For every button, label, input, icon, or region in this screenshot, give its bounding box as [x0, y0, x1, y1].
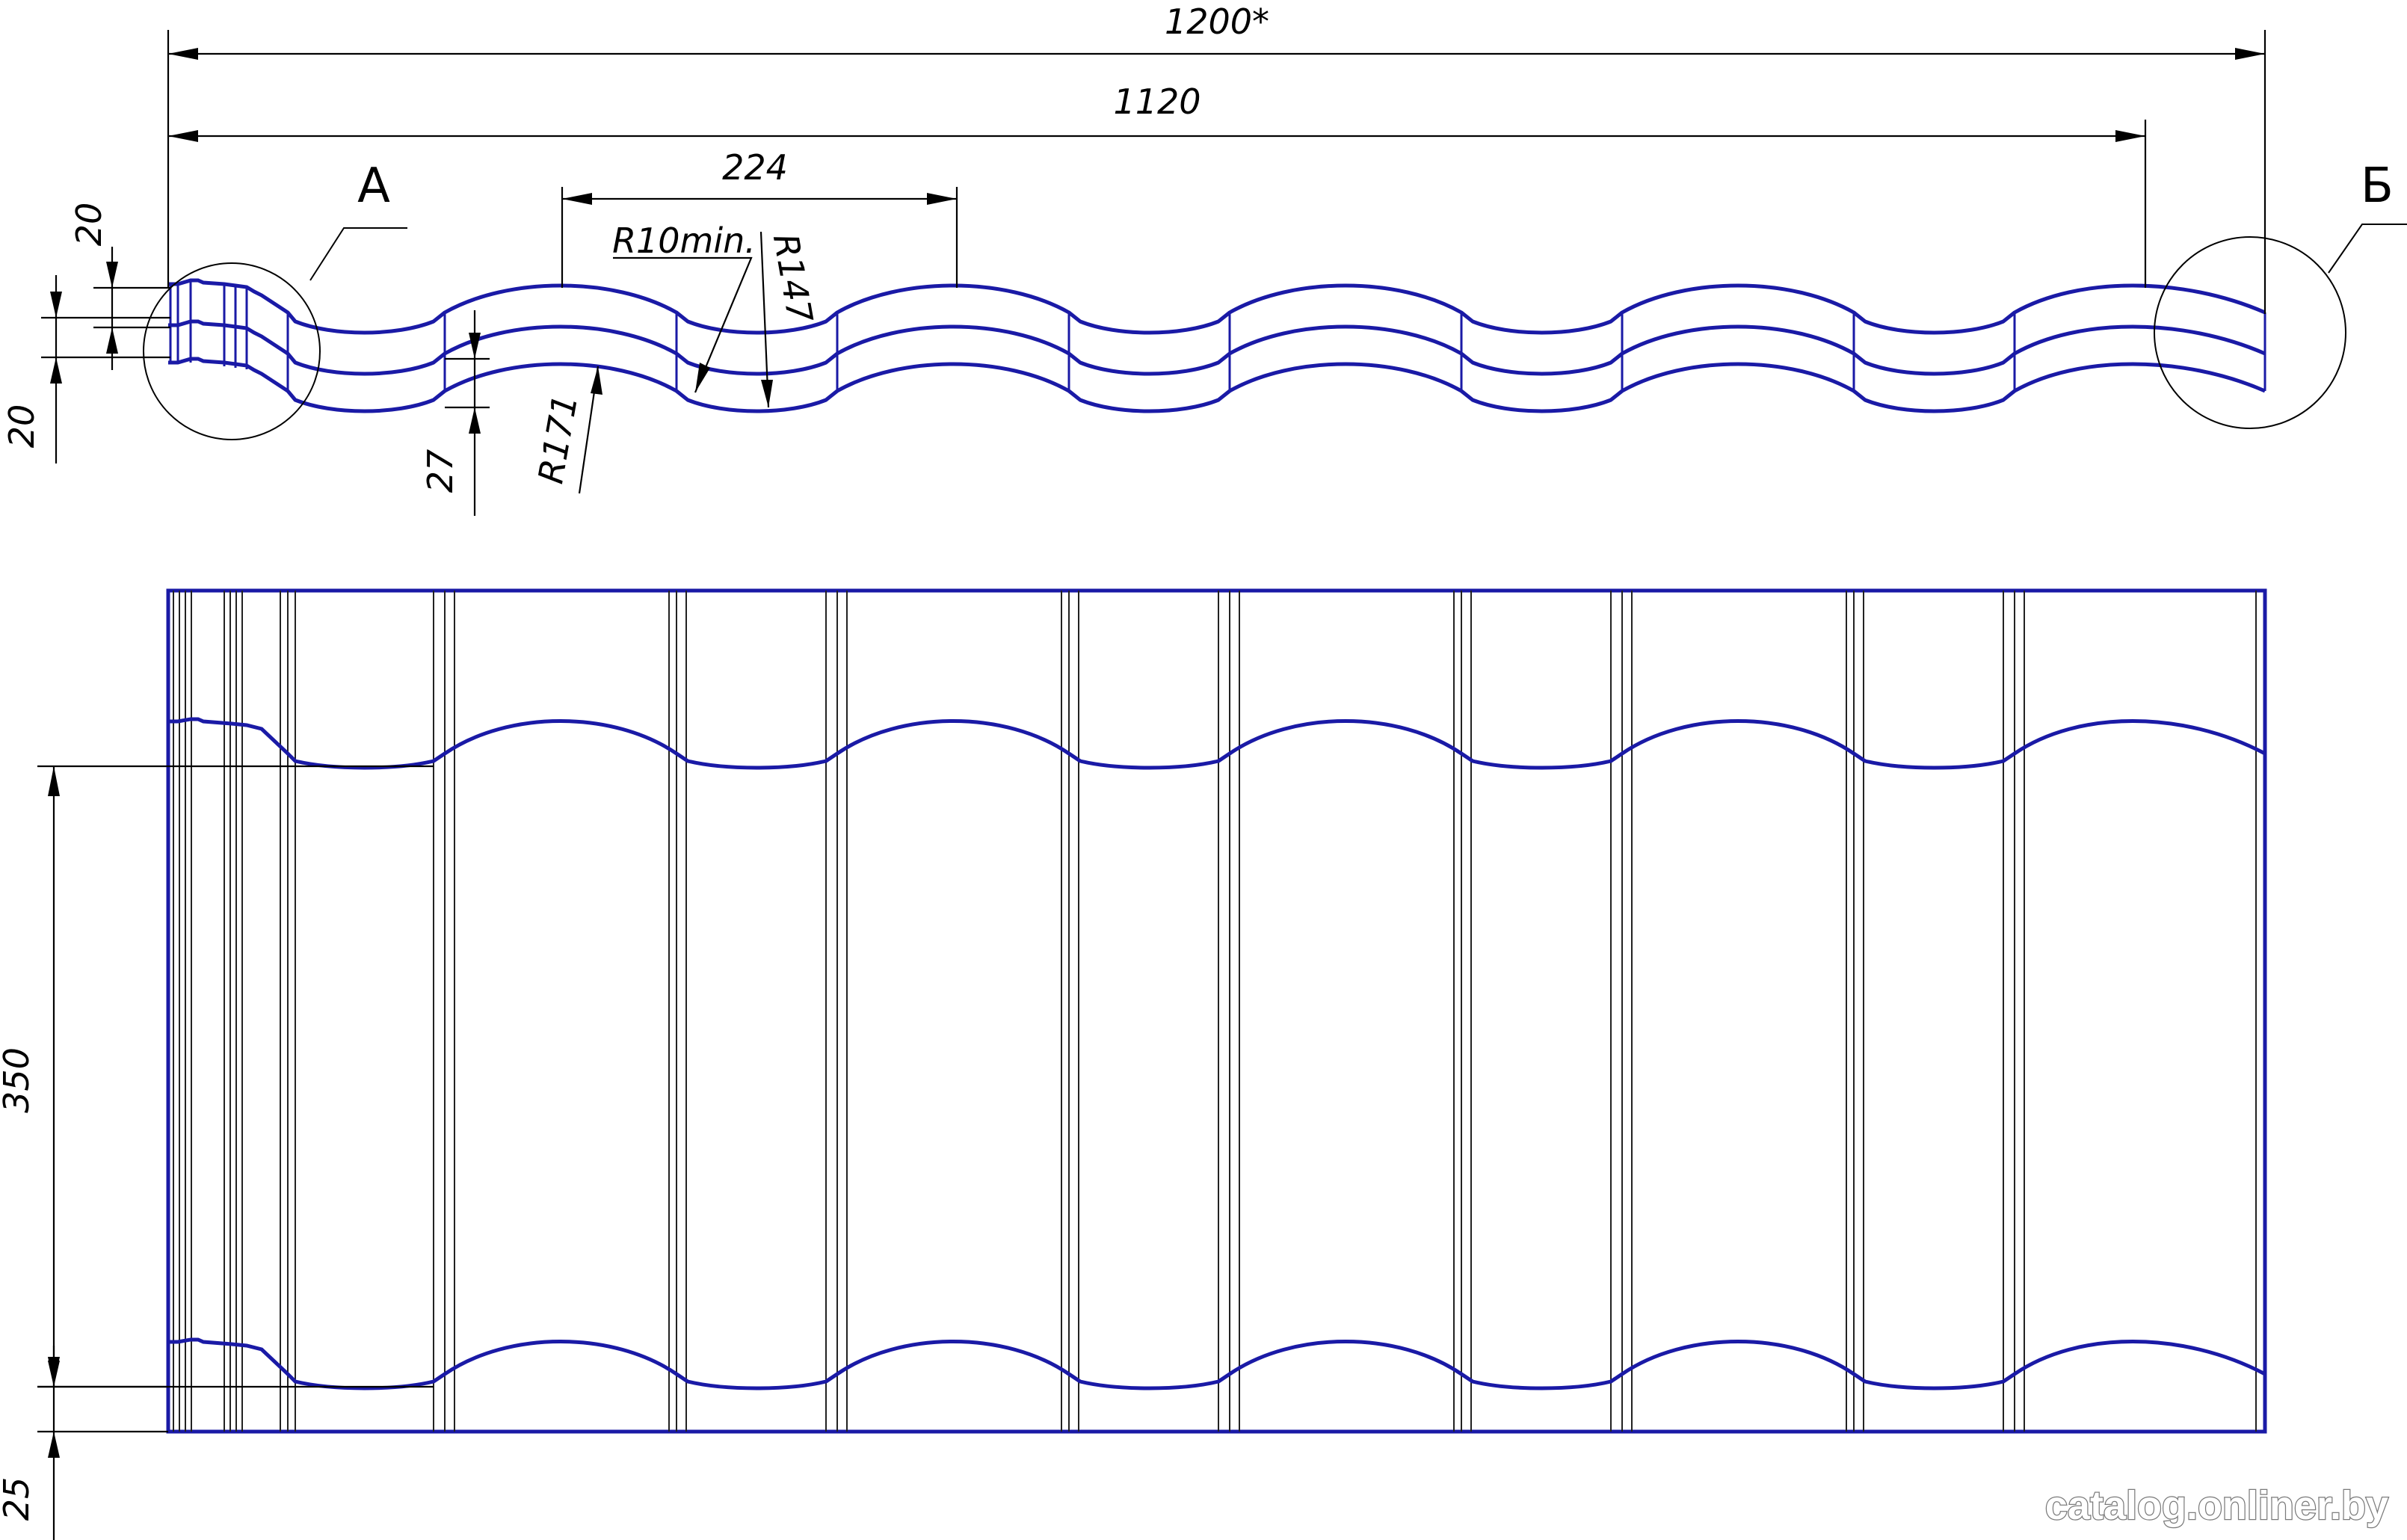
dimension-20-top-label: 20 [69, 203, 109, 247]
dimension-20-left-label: 20 [1, 404, 42, 449]
radius-171-label: R171 [530, 392, 585, 487]
dimension-25-label: 25 [0, 1477, 37, 1521]
dimension-1200-label: 1200* [1165, 1, 1269, 42]
radius-min-label: R10min. [612, 221, 756, 261]
dimension-step-27: 27 [420, 310, 490, 516]
dimension-224-label: 224 [722, 147, 788, 188]
dimension-step-length: 350 [0, 765, 434, 1388]
dimension-height-top: 20 [69, 203, 170, 370]
dimension-effective-width: 1120 [168, 81, 2147, 288]
profile-step-ribs [169, 280, 2266, 391]
dimension-1120-label: 1120 [1113, 81, 1201, 122]
dimension-radius-147: R147 [759, 231, 821, 408]
dimension-27-label: 27 [420, 449, 460, 493]
detail-b-leader [2328, 224, 2407, 274]
detail-b-circle [2154, 236, 2346, 429]
sheet-front-view [166, 588, 2267, 1434]
detail-b-label: Б [2361, 158, 2394, 214]
sheet-lower-step-line [168, 1340, 2265, 1388]
dimension-radius-171: R171 [530, 366, 602, 494]
radius-147-label: R147 [765, 231, 821, 326]
detail-a-label: А [357, 158, 390, 214]
detail-a-circle [143, 262, 321, 440]
profile-section-view: А Б [143, 158, 2407, 440]
dimension-bottom-25: 25 [0, 1346, 168, 1540]
profile-middle-line [168, 321, 2265, 374]
dimension-height-left: 20 [1, 275, 170, 463]
dimension-radius-min: R10min. [612, 221, 756, 393]
watermark-text: catalog.onliner.by [2045, 1483, 2388, 1528]
profile-outer-line [168, 280, 2265, 333]
dimension-wave-pitch: 224 [561, 147, 958, 288]
profile-inner-line [168, 359, 2265, 411]
dimension-350-label: 350 [0, 1047, 37, 1113]
sheet-upper-step-line [168, 719, 2265, 768]
sheet-vertical-ribs [173, 591, 2257, 1432]
sheet-outline [166, 588, 2267, 1434]
detail-a-leader [309, 227, 407, 281]
dimension-overall-width: 1200* [167, 1, 2266, 314]
